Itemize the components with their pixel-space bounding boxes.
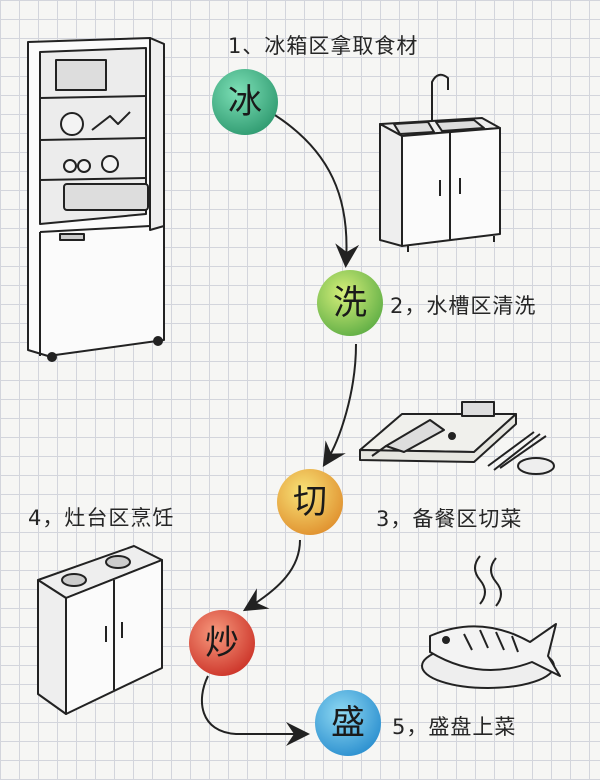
step-circle-3: 切	[277, 469, 343, 535]
step-char-5: 盛	[331, 703, 365, 743]
arrow-2-3	[322, 343, 357, 468]
step-circle-1: 冰	[212, 69, 278, 135]
step-circle-5: 盛	[315, 690, 381, 756]
step-label-5: 5，盛盘上菜	[392, 715, 517, 739]
step-label-3: 3，备餐区切菜	[376, 507, 523, 531]
fish-plate-icon	[421, 555, 561, 689]
stove-icon	[37, 545, 163, 715]
step-circle-4: 炒	[189, 610, 255, 676]
arrow-1-2	[269, 111, 360, 268]
step-char-3: 切	[293, 482, 327, 522]
step-char-4: 炒	[205, 623, 239, 663]
step-circle-2: 洗	[317, 270, 383, 336]
step-label-4: 4，灶台区烹饪	[28, 506, 175, 530]
sink-icon	[379, 73, 501, 252]
step-char-2: 洗	[333, 283, 367, 323]
arrow-3-4	[242, 539, 301, 612]
flow-arrows	[200, 111, 360, 746]
arrow-4-5	[200, 675, 310, 746]
fridge-icon	[27, 37, 165, 362]
step-label-2: 2，水槽区清洗	[390, 294, 537, 318]
step-label-1: 1、冰箱区拿取食材	[228, 34, 419, 58]
step-char-1: 冰	[228, 82, 262, 122]
cutting-board-icon	[359, 401, 555, 475]
